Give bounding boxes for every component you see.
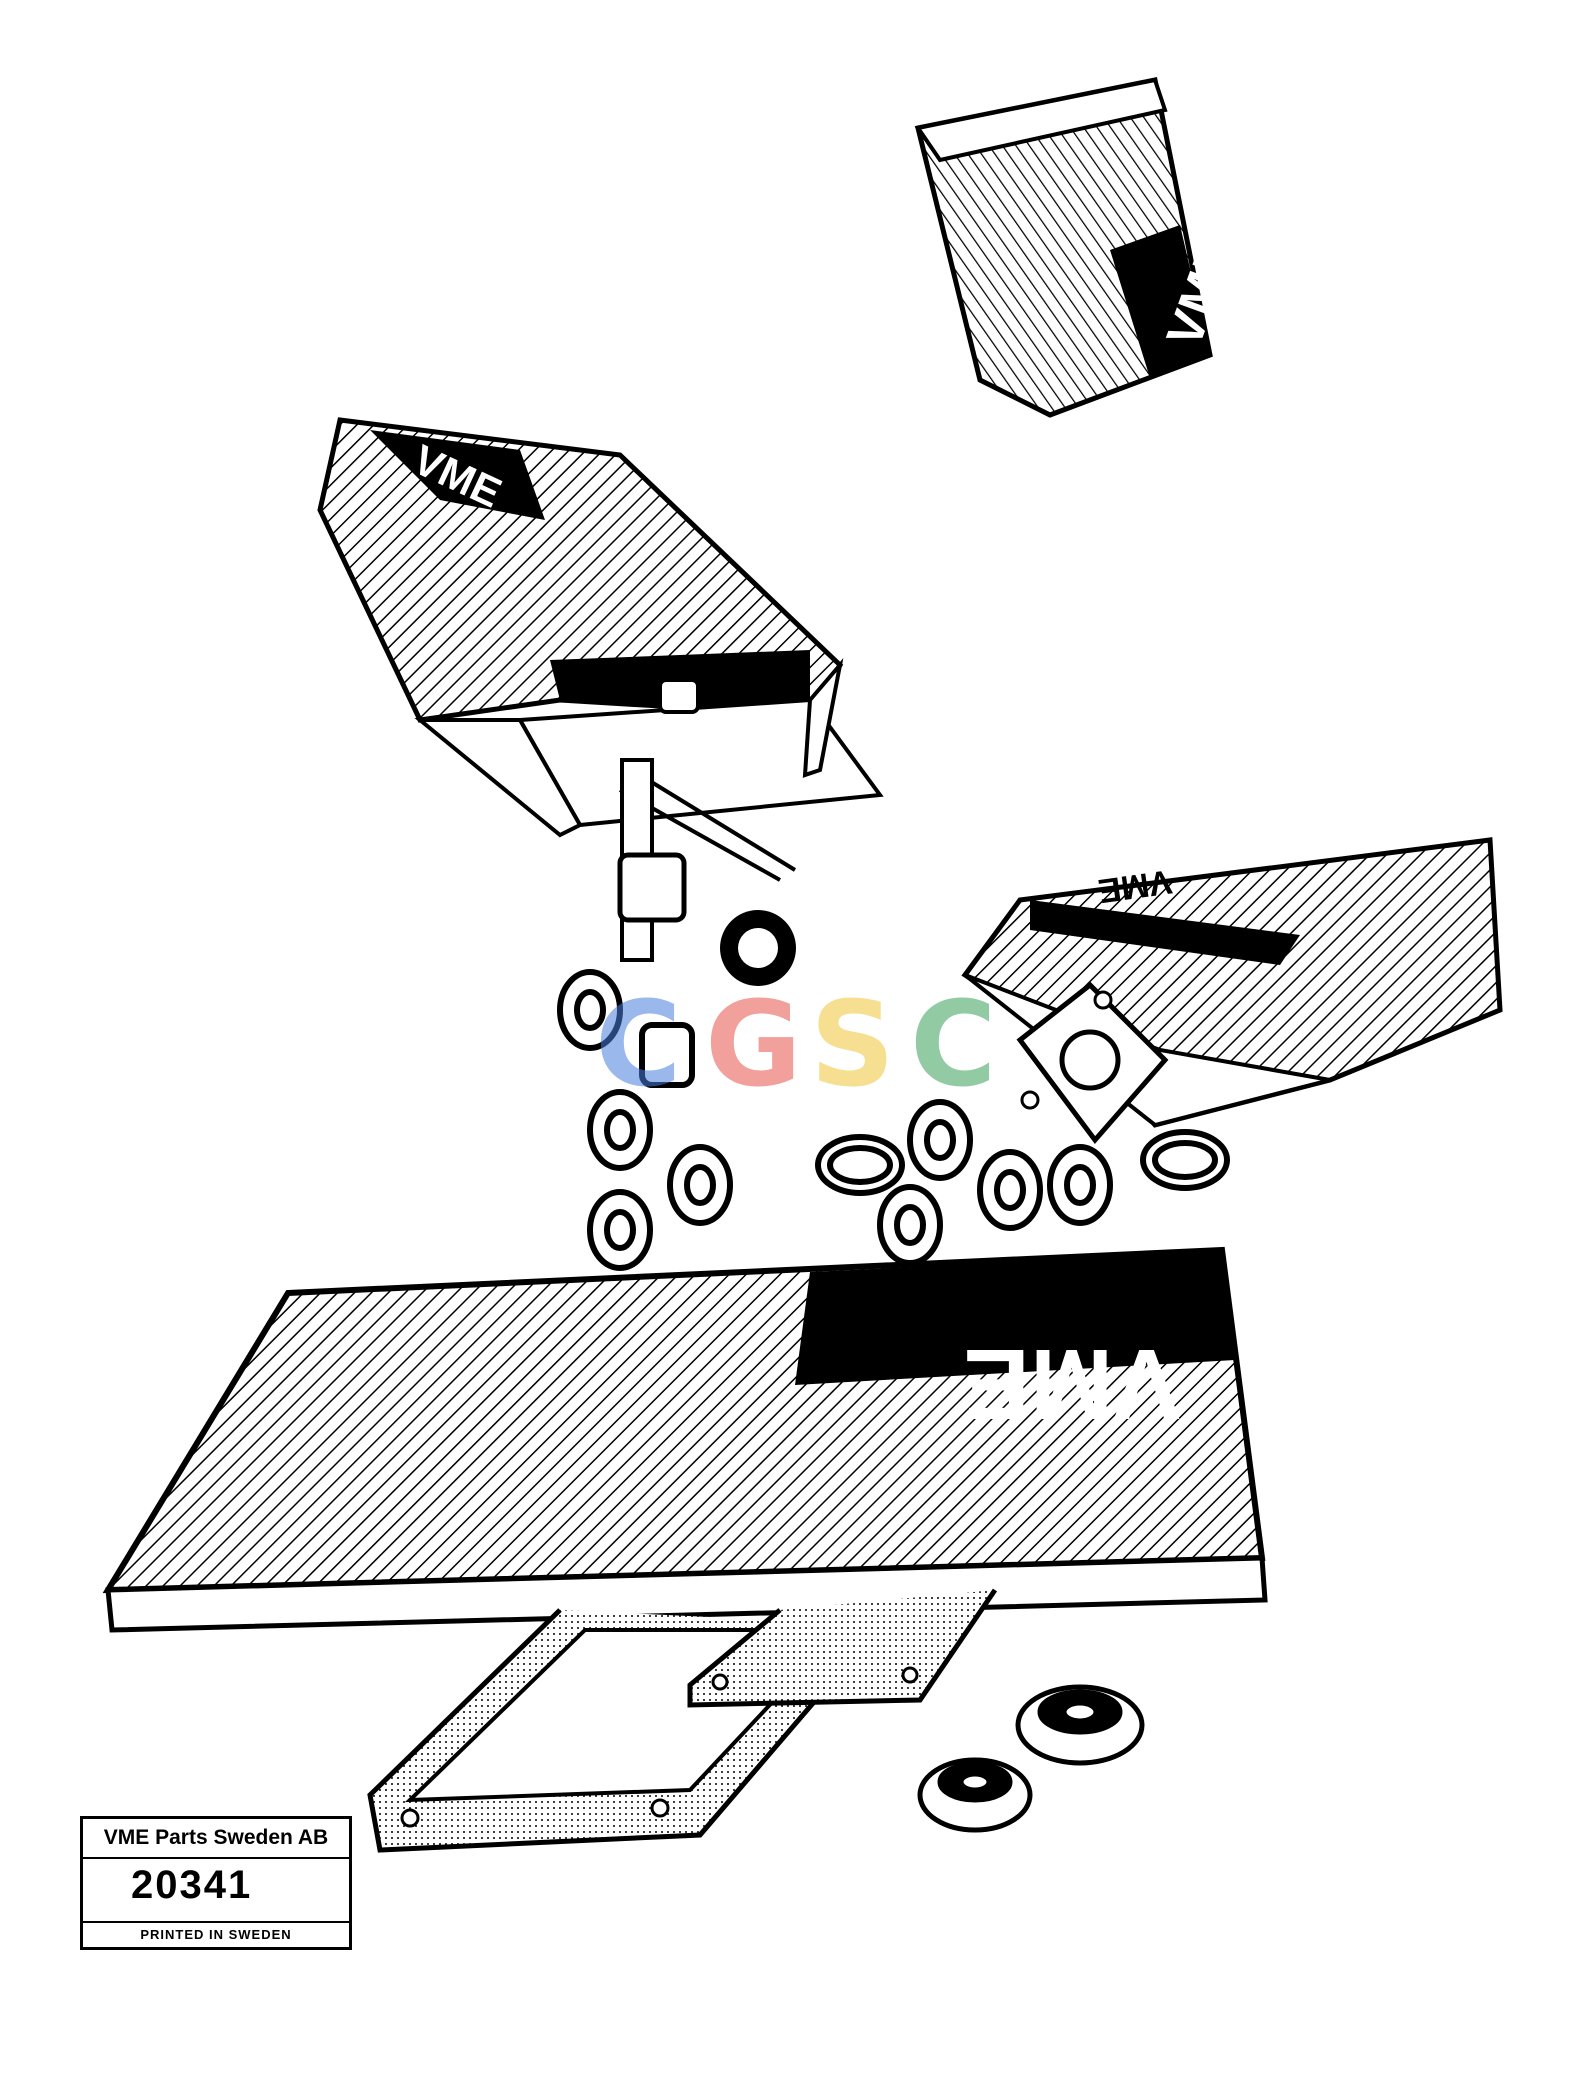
seal-rings xyxy=(917,1684,1145,1833)
watermark-letter-3: S xyxy=(810,975,895,1113)
label-footer: PRINTED IN SWEDEN xyxy=(83,1921,349,1947)
open-pack-left: VME xyxy=(317,417,884,986)
gasket-card: VME xyxy=(102,1246,1268,1633)
washers xyxy=(557,969,1230,1271)
label-company: VME Parts Sweden AB xyxy=(83,1819,349,1859)
part-label: VME Parts Sweden AB 20341 PRINTED IN SWE… xyxy=(80,1816,352,1950)
watermark-letter-1: C xyxy=(595,975,682,1113)
watermark: C G S C xyxy=(595,975,997,1113)
label-part-number: 20341 xyxy=(131,1863,253,1907)
watermark-letter-2: G xyxy=(705,975,802,1113)
cover-gaskets xyxy=(367,1588,998,1853)
open-pack-right: VME xyxy=(961,837,1503,1144)
closed-parts-pack: VME xyxy=(914,77,1245,418)
gasket-card-brand: VME xyxy=(963,1328,1180,1440)
watermark-letter-4: C xyxy=(910,975,997,1113)
